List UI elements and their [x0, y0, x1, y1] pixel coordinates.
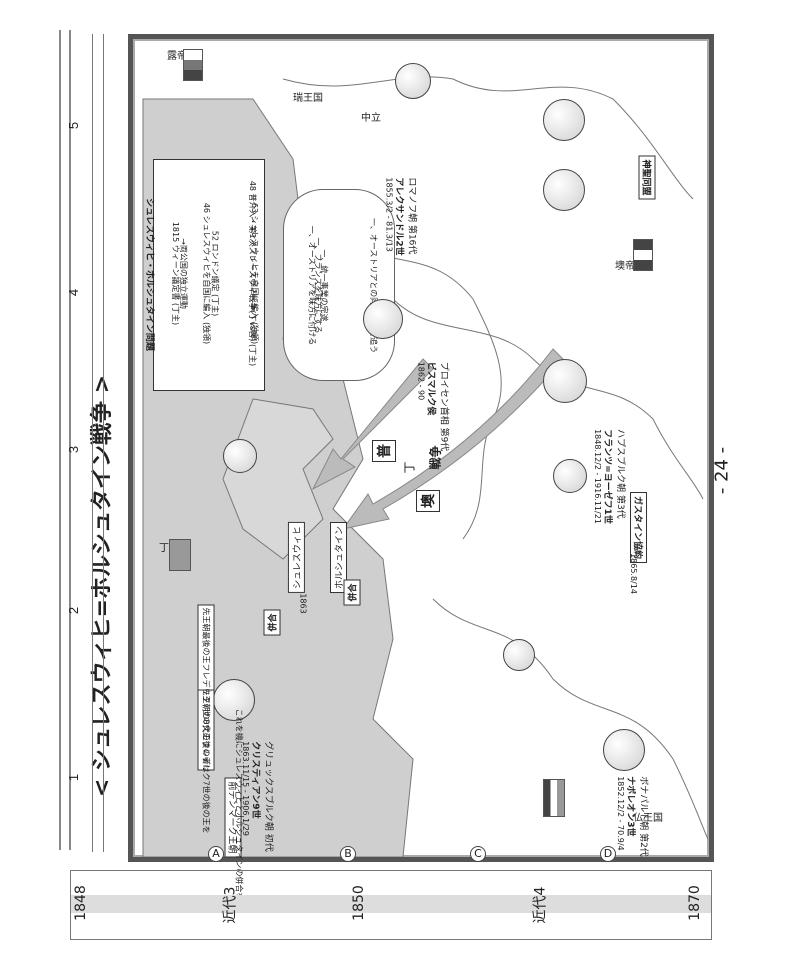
label-russia: 露帝国	[167, 51, 197, 62]
row-letter-a: A	[208, 846, 224, 862]
timeline-year-1870: 1870	[686, 885, 703, 921]
holy-alliance-char-2	[543, 169, 585, 211]
bismarck-character	[363, 299, 403, 339]
top-right-border	[59, 30, 71, 850]
ruler-christian: グリュックスブルク朝 初代 クリスティアン9世 1863.11/15 - 190…	[240, 741, 273, 852]
franz-joseph-character	[543, 359, 587, 403]
bismarck-thought-bubble: 一、オーストリアを味方に付ける 一、フランスを味方にする 一、統一事業の完遂 一…	[283, 189, 395, 381]
annex-year: 1863	[298, 593, 308, 614]
label-neutral: 中立	[361, 113, 381, 124]
grid-num-4: 4	[66, 288, 82, 297]
ruler-franz-joseph: ハプスブルク朝 第3代 フランツ=ヨーゼフ1世 1848.12/2 - 1916…	[592, 429, 625, 524]
history-item-6: 63 シュレスウィヒを自国に編入 (独領)	[250, 202, 260, 345]
grid-num-1: 1	[66, 773, 82, 782]
holy-alliance-banner: 神聖同盟	[638, 155, 656, 200]
austria-flag	[633, 239, 653, 271]
map-frame: 露帝国 瑞王国 中立 墺帝国 丁王国 仏王国 シュレスウィヒ・ホルシュタイン問題…	[128, 34, 714, 900]
border-russia	[282, 76, 694, 200]
history-item-3: →両公国の独立運動	[178, 238, 188, 309]
grid-num-5: 5	[66, 121, 82, 130]
stamp-war: 戦争	[428, 445, 443, 470]
page-number: - 24 -	[711, 446, 733, 495]
timeline-era-3: 近代3	[222, 886, 239, 924]
alexander-character	[395, 63, 431, 99]
top-scale-bar	[92, 34, 104, 852]
row-letter-b: B	[340, 846, 356, 862]
label-schleswig: シュレスウィヒ	[287, 522, 305, 593]
denmark-land	[222, 398, 334, 560]
timeline: 1848 1850 1870 近代3 近代4	[70, 870, 712, 940]
timeline-year-1848: 1848	[72, 885, 89, 921]
arrow-austria	[341, 348, 564, 530]
timeline-year-1850: 1850	[350, 885, 367, 921]
row-letter-c: C	[470, 846, 486, 862]
timeline-track	[71, 895, 711, 913]
grid-num-3: 3	[66, 445, 82, 454]
christian-character	[213, 679, 255, 721]
napoleon-character	[603, 729, 645, 771]
denmark-king-character	[223, 439, 257, 473]
holy-alliance-char-1	[543, 99, 585, 141]
frederik-note-2: 先王朝最後の王フレデリク7世の文の後の者は	[197, 604, 215, 773]
border-prussia	[332, 238, 502, 540]
france-flag	[543, 779, 565, 817]
history-box: シュレスウィヒ・ホルシュタイン問題 1815 ウィーン議定書 (丁主) 46 シ…	[144, 159, 265, 391]
gastein-character	[553, 459, 587, 493]
annex-badge-2: 併合	[343, 579, 361, 606]
ruler-bismarck: プロイセン首相 第9代 ビスマルク侯 1862 - 90	[416, 361, 449, 452]
arrow-prussia	[311, 358, 434, 491]
label-sweden: 瑞王国	[293, 93, 323, 104]
annex-badge-1: 併合	[263, 609, 281, 636]
grid-num-2: 2	[66, 606, 82, 615]
border-france	[432, 598, 709, 840]
history-box-title: シュレスウィヒ・ホルシュタイン問題	[143, 198, 154, 351]
gastein-year: 1865.8/14	[628, 553, 638, 594]
stamp-denmark: 丁	[402, 461, 417, 474]
row-letter-d: D	[600, 846, 616, 862]
rebel-character	[503, 639, 535, 671]
stamp-austria: 墺	[416, 490, 440, 512]
label-france: 仏王国	[633, 813, 663, 824]
label-austria-hungary: 墺帝国	[615, 261, 645, 272]
russia-flag	[183, 49, 203, 81]
denmark-flag	[169, 539, 191, 571]
history-item-5: 52 ロンドン議定 (丁主)	[210, 230, 220, 317]
timeline-era-4: 近代4	[532, 886, 549, 924]
ruler-napoleon: ボナパルト朝 第2代 ナポレオン3世 1852.12/2 - 70.9/4	[615, 776, 648, 857]
ruler-alexander: ロマノフ朝 第16代 アレクサンドル2世 1855.3/2 - 81.3/13	[384, 177, 417, 256]
stamp-prussia: 普	[372, 440, 396, 462]
thought-3: 一、統一事業の完遂	[319, 249, 329, 322]
